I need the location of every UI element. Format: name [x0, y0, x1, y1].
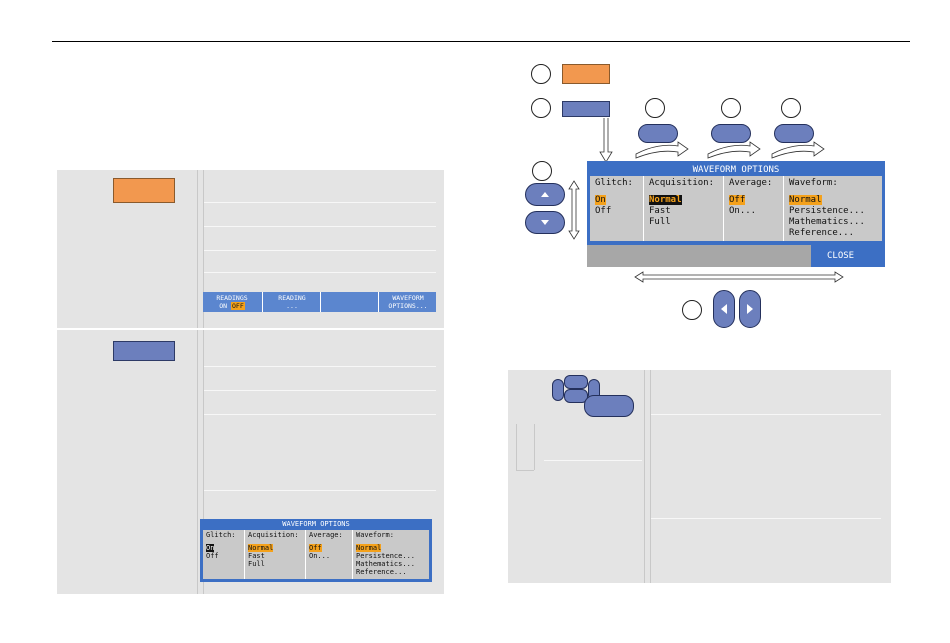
- curved-arrow-icon: [599, 118, 825, 163]
- blue-key-button[interactable]: [562, 101, 610, 117]
- callout-circle: [682, 300, 702, 320]
- readings-off-label: OFF: [231, 302, 245, 310]
- function-key-f3-button[interactable]: [711, 124, 751, 143]
- large-waveform-options-title: WAVEFORM OPTIONS: [692, 165, 780, 175]
- large-acquisition-full-option[interactable]: Full: [649, 217, 671, 227]
- callout-circle: [531, 64, 551, 84]
- blue-key-button[interactable]: [113, 341, 175, 361]
- small-waveform-mathematics-option[interactable]: Mathematics...: [356, 560, 416, 568]
- callout-circle: [645, 98, 665, 118]
- menu-item-reading[interactable]: READING ...: [262, 292, 321, 312]
- large-waveform-persistence-option[interactable]: Persistence...: [789, 206, 865, 216]
- small-glitch-on-option[interactable]: On: [206, 544, 215, 552]
- function-key-f4-button[interactable]: [774, 124, 814, 143]
- callout-circle: [781, 98, 801, 118]
- small-waveform-persistence-option[interactable]: Persistence...: [356, 552, 416, 560]
- orange-key-button[interactable]: [113, 178, 175, 203]
- small-average-off-option[interactable]: Off: [309, 544, 322, 552]
- large-waveform-options-menu: WAVEFORM OPTIONS Glitch: On Off Acquisit…: [587, 161, 885, 267]
- small-acquisition-full-option[interactable]: Full: [248, 560, 265, 568]
- menu-item-waveform-options[interactable]: WAVEFORM OPTIONS...: [378, 292, 437, 312]
- menu-item-readings-on-off[interactable]: READINGS ON OFF: [216, 294, 248, 310]
- up-arrow-key[interactable]: [564, 375, 588, 389]
- readings-menu-bar: READINGS ON OFF READING ... WAVEFORM OPT…: [203, 292, 436, 312]
- large-glitch-off-option[interactable]: Off: [595, 206, 612, 216]
- small-average-on-option[interactable]: On...: [309, 552, 331, 560]
- down-arrow-icon: [541, 220, 549, 225]
- large-acquisition-fast-option[interactable]: Fast: [649, 206, 671, 216]
- readings-on-label: ON: [219, 302, 228, 310]
- instruction-panel-3: [508, 370, 891, 583]
- function-key-f2-button[interactable]: [638, 124, 678, 143]
- small-acquisition-column: Acquisition: Normal Fast Full: [244, 530, 306, 579]
- header-rule: [52, 41, 910, 42]
- up-arrow-icon: [541, 192, 549, 197]
- callout-circle: [721, 98, 741, 118]
- large-acquisition-normal-option[interactable]: Normal: [649, 195, 682, 205]
- small-waveform-column: Waveform: Normal Persistence... Mathemat…: [352, 530, 426, 579]
- large-average-column: Average: Off On...: [723, 176, 784, 241]
- large-acquisition-column: Acquisition: Normal Fast Full: [643, 176, 724, 241]
- small-waveform-normal-option[interactable]: Normal: [356, 544, 382, 552]
- left-arrow-icon: [721, 304, 727, 314]
- small-acquisition-fast-option[interactable]: Fast: [248, 552, 265, 560]
- small-waveform-options-menu: WAVEFORM OPTIONS Glitch: On Off Acquisit…: [200, 519, 432, 582]
- large-waveform-column: Waveform: Normal Persistence... Mathemat…: [783, 176, 881, 241]
- small-average-column: Average: Off On...: [305, 530, 353, 579]
- large-average-off-option[interactable]: Off: [729, 195, 746, 205]
- instruction-panel-1: READINGS ON OFF READING ... WAVEFORM OPT…: [57, 170, 444, 328]
- down-arrow-key[interactable]: [525, 211, 565, 234]
- close-button[interactable]: CLOSE: [811, 245, 885, 267]
- large-glitch-on-option[interactable]: On: [595, 195, 606, 205]
- orange-key-button[interactable]: [562, 64, 610, 84]
- instruction-panel-2: WAVEFORM OPTIONS Glitch: On Off Acquisit…: [57, 330, 444, 594]
- callout-circle: [531, 98, 551, 118]
- right-arrow-key[interactable]: [739, 290, 761, 328]
- menu-item-empty[interactable]: [320, 292, 378, 312]
- left-arrow-key[interactable]: [713, 290, 735, 328]
- large-waveform-reference-option[interactable]: Reference...: [789, 228, 855, 238]
- large-glitch-column: Glitch: On Off: [590, 176, 643, 241]
- arrow-keys-cluster[interactable]: [552, 375, 634, 417]
- large-average-on-option[interactable]: On...: [729, 206, 757, 216]
- large-waveform-normal-option[interactable]: Normal: [789, 195, 822, 205]
- small-waveform-reference-option[interactable]: Reference...: [356, 568, 407, 576]
- large-waveform-mathematics-option[interactable]: Mathematics...: [789, 217, 865, 227]
- small-waveform-options-title: WAVEFORM OPTIONS: [282, 520, 350, 528]
- small-glitch-column: Glitch: On Off: [203, 530, 244, 579]
- menu-footer-bar: [587, 245, 811, 267]
- right-arrow-icon: [747, 304, 753, 314]
- callout-circle: [532, 161, 552, 181]
- small-glitch-off-option[interactable]: Off: [206, 552, 219, 560]
- double-arrow-icon: [634, 271, 844, 283]
- small-acquisition-normal-option[interactable]: Normal: [248, 544, 274, 552]
- double-arrow-icon: [568, 180, 580, 240]
- enter-key-button[interactable]: [584, 395, 634, 417]
- left-arrow-key[interactable]: [552, 379, 564, 401]
- up-arrow-key[interactable]: [525, 183, 565, 206]
